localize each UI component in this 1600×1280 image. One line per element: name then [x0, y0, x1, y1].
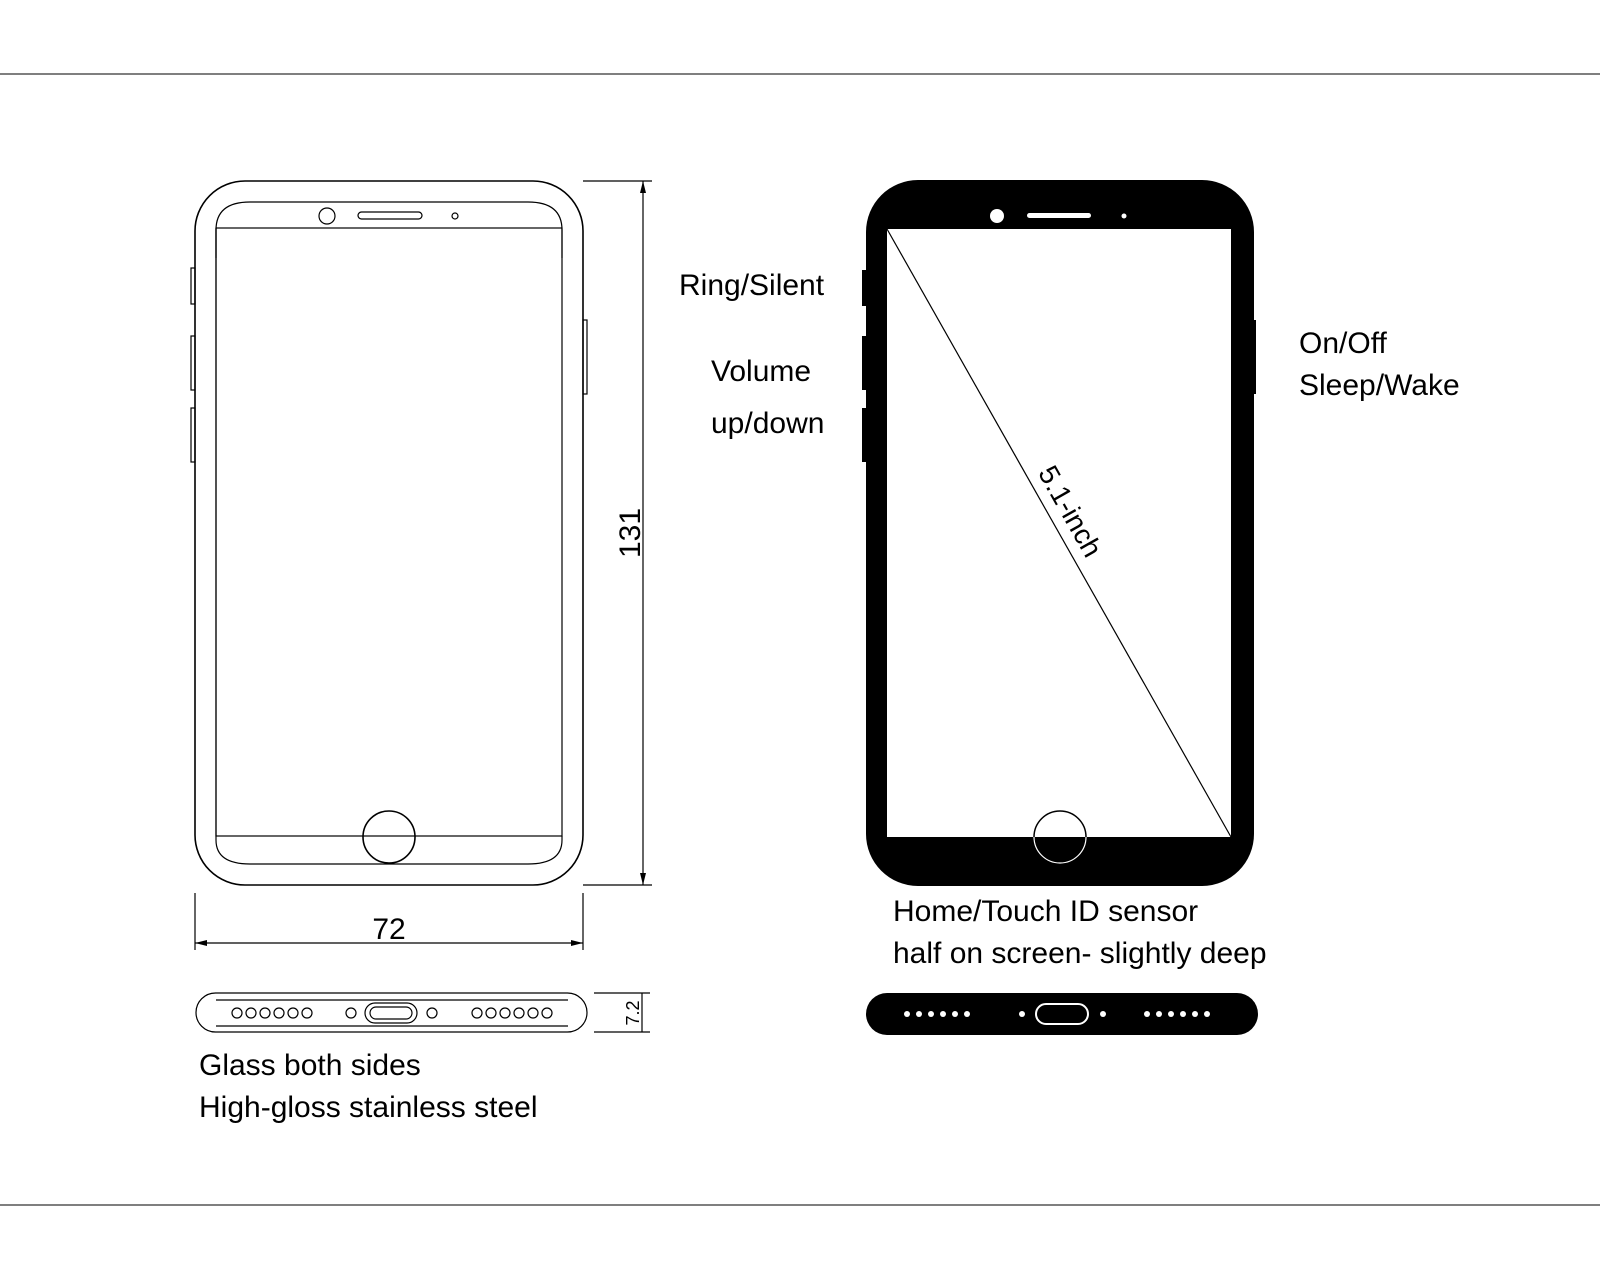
bottom-bezel [215, 836, 563, 865]
front-camera-icon [318, 207, 336, 225]
speaker-holes-left [231, 1007, 313, 1019]
labeled-front-view: 5.1-inch Ring/Silent Volume up/down On/O… [679, 180, 1460, 1035]
volume-up-outline [190, 335, 196, 391]
volume-down-button [862, 408, 868, 462]
speaker-holes-right [471, 1007, 553, 1019]
earpiece-icon [357, 211, 423, 220]
sensor-icon [451, 212, 459, 220]
volume-up-button [862, 336, 868, 390]
home-sensor-label-sub: half on screen- slightly deep [893, 937, 1267, 970]
home-sensor-label: Home/Touch ID sensor [893, 895, 1198, 928]
phone-body-outline [194, 180, 584, 886]
width-dimension-label: 72 [372, 913, 405, 946]
front-camera-icon [990, 209, 1004, 223]
speaker-holes-left [904, 1011, 970, 1017]
volume-down-outline [190, 407, 196, 463]
ring-switch [862, 270, 868, 306]
outline-front-view: 131 72 7.2 Glass both sides Hig [190, 180, 652, 1124]
sensor-icon [1121, 213, 1127, 219]
top-bezel [215, 201, 563, 258]
lightning-port-icon [364, 1002, 418, 1024]
screen-outline [215, 227, 563, 837]
home-button-icon [362, 810, 416, 864]
power-label: On/Off [1299, 327, 1387, 360]
earpiece-icon [1027, 213, 1091, 218]
screw-icon [426, 1007, 438, 1019]
height-dimension-label: 131 [614, 508, 647, 558]
volume-label: Volume [711, 355, 811, 388]
ring-switch-outline [190, 267, 196, 305]
volume-label-sub: up/down [711, 407, 824, 440]
power-button-outline [582, 319, 588, 395]
lightning-port-icon [1035, 1003, 1089, 1025]
bottom-edge-outline [195, 992, 588, 1033]
power-label-sub: Sleep/Wake [1299, 369, 1460, 402]
material-note-steel: High-gloss stainless steel [199, 1091, 537, 1124]
material-note-glass: Glass both sides [199, 1049, 421, 1082]
screen-diagonal [886, 228, 1232, 838]
ring-silent-label: Ring/Silent [679, 269, 825, 302]
screw-icon [345, 1007, 357, 1019]
bottom-edge-solid [866, 993, 1258, 1035]
speaker-holes-right [1144, 1011, 1210, 1017]
thickness-dimension-label: 7.2 [623, 1000, 643, 1025]
home-button-icon [1033, 810, 1087, 838]
